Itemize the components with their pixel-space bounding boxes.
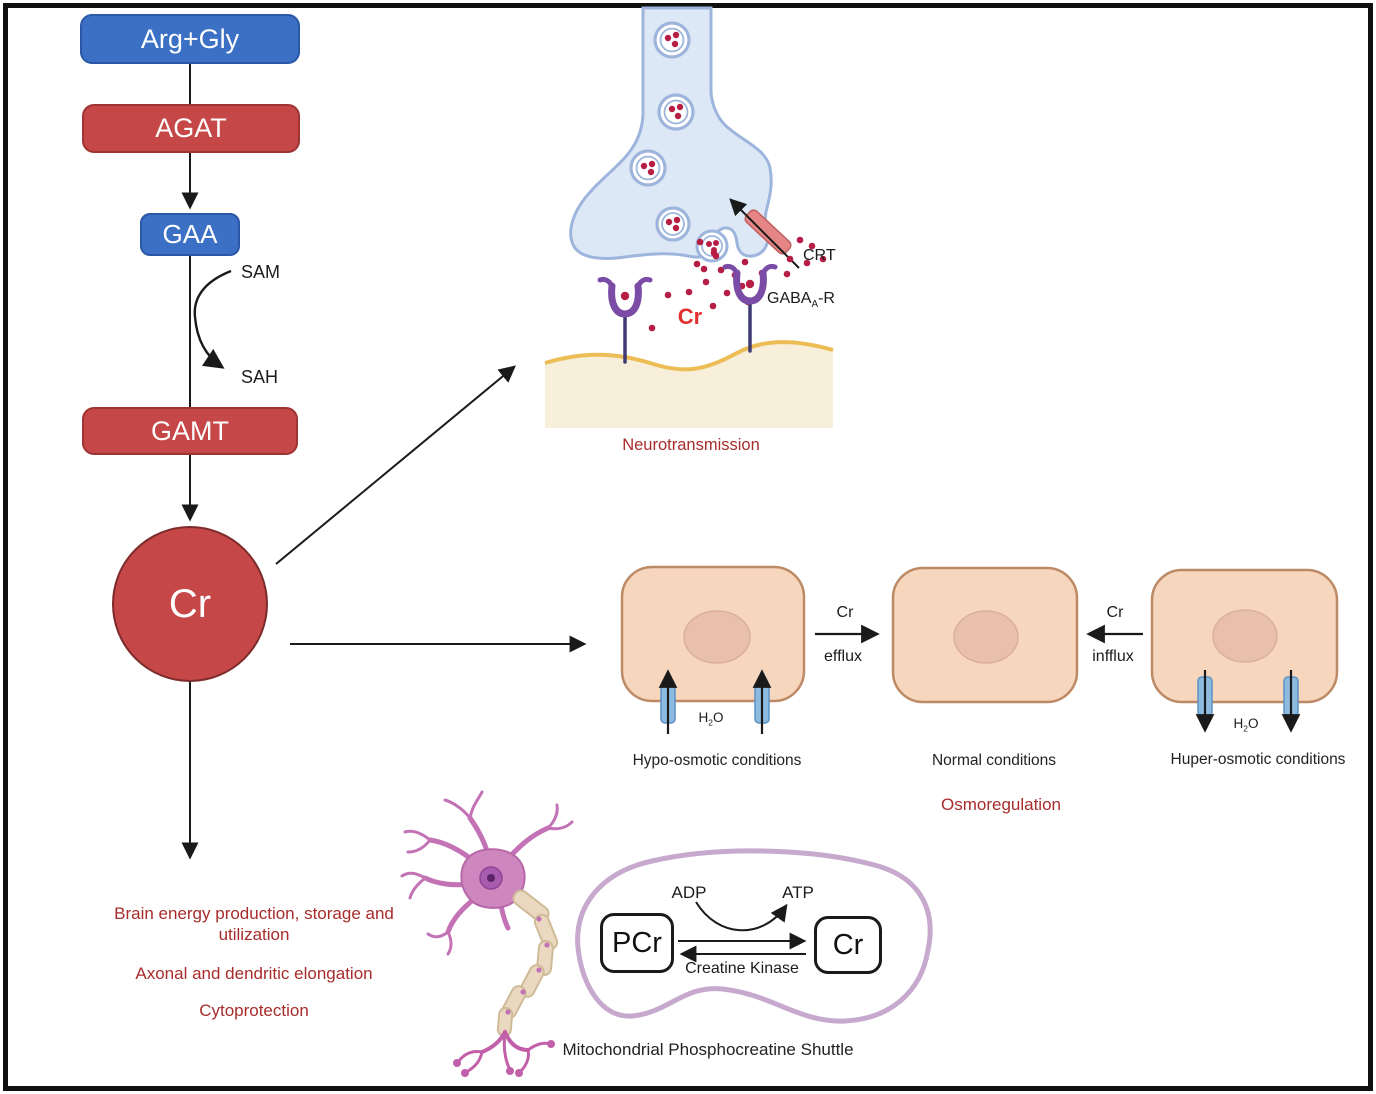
function-energy: Brain energy production, storage and uti… <box>114 904 394 944</box>
function-cytoprotection: Cytoprotection <box>199 1001 309 1020</box>
h2o-base: H <box>698 710 709 725</box>
cell-nucleus <box>953 610 1019 664</box>
synaptic-vesicle <box>629 149 667 187</box>
efflux-label: efflux <box>824 648 862 665</box>
arrow-adp-atp <box>695 901 788 932</box>
hypo-osmotic-caption: Hypo-osmotic conditions <box>632 752 802 769</box>
h2o-label: H2O <box>699 710 724 728</box>
h2o-base: H <box>1233 716 1244 731</box>
neurotransmission-caption: Neurotransmission <box>622 436 760 454</box>
creatine-node: Cr <box>112 526 268 682</box>
cr-box: Cr <box>814 916 882 974</box>
substrates-box: Arg+Gly <box>80 14 300 64</box>
gaba-receptor-label: GABAA-R <box>767 290 835 310</box>
presynaptic-terminal <box>569 6 800 269</box>
h2o-suffix: O <box>712 710 724 725</box>
osmoregulation-caption: Osmoregulation <box>940 795 1062 814</box>
arrow-sam-sah <box>193 269 232 369</box>
gaba-receptor <box>722 263 778 353</box>
bound-creatine-dot <box>620 291 630 301</box>
mitochondrion <box>575 848 933 1024</box>
adp-label: ADP <box>671 883 707 902</box>
crt-label: CRT <box>803 247 836 264</box>
gaba-suffix: -R <box>818 290 835 307</box>
cr-label: Cr <box>832 928 864 961</box>
pcr-box: PCr <box>600 913 674 973</box>
gamt-label: GAMT <box>151 415 229 446</box>
gamt-enzyme-box: GAMT <box>82 407 298 455</box>
hypo-osmotic-cell <box>620 565 806 734</box>
figure-border <box>3 3 1373 1091</box>
bound-creatine-dot <box>745 279 755 289</box>
gaba-base: GABA <box>767 290 812 307</box>
sam-label: SAM <box>241 262 281 282</box>
postsynaptic-membrane-line <box>544 340 834 372</box>
cell-nucleus <box>1212 609 1278 663</box>
axon-terminals <box>456 1030 552 1074</box>
hyper-osmotic-cell <box>1150 568 1339 733</box>
synaptic-vesicle <box>655 206 691 242</box>
synaptic-vesicle <box>695 229 729 263</box>
neuron-illustration <box>400 790 574 1077</box>
creatine-label: Cr <box>168 581 212 626</box>
gaba-receptor <box>597 276 653 364</box>
crt-transporter <box>744 209 792 255</box>
shuttle-caption: Mitochondrial Phosphocreatine Shuttle <box>562 1040 854 1059</box>
myelinated-axon <box>496 889 559 1037</box>
arrow-cr-neurotransmission <box>275 365 516 565</box>
synaptic-vesicle <box>653 21 691 59</box>
postsynaptic-membrane <box>544 340 834 428</box>
synaptic-vesicle <box>657 93 695 131</box>
pcr-label: PCr <box>612 926 662 959</box>
atp-label: ATP <box>782 883 814 902</box>
substrates-label: Arg+Gly <box>140 23 240 54</box>
cell-nucleus <box>683 610 751 664</box>
normal-caption: Normal conditions <box>931 752 1057 769</box>
normal-cell <box>891 566 1079 704</box>
agat-enzyme-box: AGAT <box>82 104 300 153</box>
h2o-subscript: 2 <box>708 717 713 728</box>
sah-label: SAH <box>241 367 279 387</box>
synaptic-creatine-label: Cr <box>677 304 703 329</box>
gaa-label: GAA <box>162 219 218 249</box>
influx-label: infflux <box>1092 648 1134 665</box>
postsynaptic-cytoplasm <box>545 342 833 428</box>
function-elongation: Axonal and dendritic elongation <box>135 964 373 983</box>
agat-label: AGAT <box>155 113 227 143</box>
h2o-suffix: O <box>1247 716 1259 731</box>
mitochondrion-outline <box>575 848 933 1024</box>
hyper-osmotic-caption: Huper-osmotic conditions <box>1170 751 1346 768</box>
h2o-label: H2O <box>1234 716 1259 734</box>
gaa-box: GAA <box>140 213 240 256</box>
pathway-connectors <box>181 64 587 860</box>
gaba-subscript: A <box>811 299 819 311</box>
axon-terminal-shape <box>569 6 773 260</box>
influx-molecule-label: Cr <box>1106 604 1124 621</box>
creatine-kinase-label: Creatine Kinase <box>685 960 799 977</box>
efflux-molecule-label: Cr <box>836 604 854 621</box>
h2o-subscript: 2 <box>1243 723 1248 734</box>
